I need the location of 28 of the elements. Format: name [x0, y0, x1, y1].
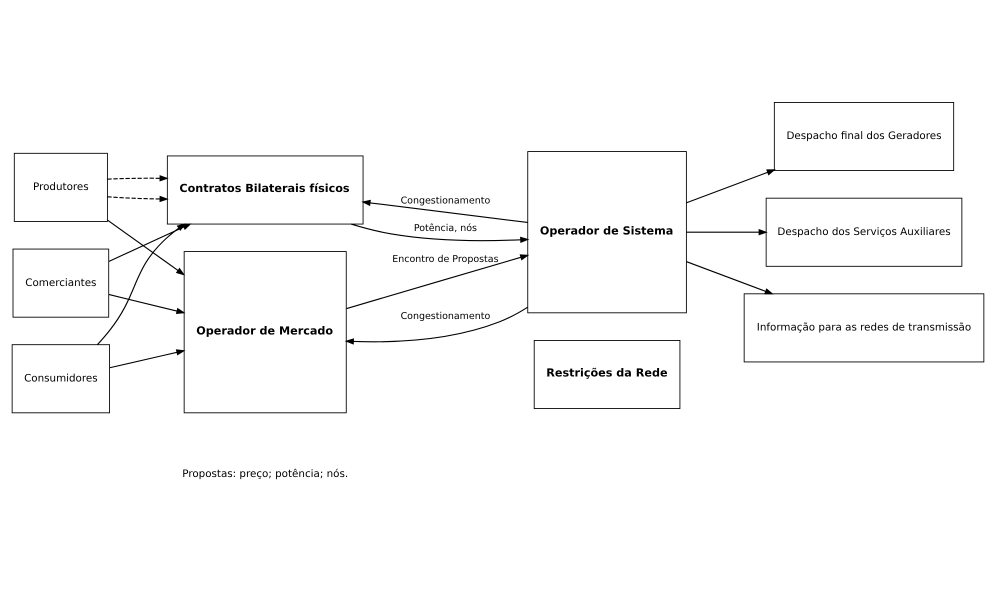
- node-box: Contratos Bilaterais físicos: [166, 155, 364, 224]
- arrow: [107, 220, 186, 276]
- arrow: [344, 306, 528, 345]
- arrow: [346, 254, 530, 310]
- node-box: Operador de Mercado: [184, 251, 347, 414]
- node-box: Consumidores: [12, 344, 110, 414]
- node-box: Comerciantes: [12, 248, 110, 318]
- arrow: [97, 223, 186, 345]
- node-box: Restrições da Rede: [534, 340, 680, 409]
- arrow: [107, 196, 169, 202]
- edge-label: Encontro de Propostas: [392, 254, 499, 266]
- arrow: [108, 294, 186, 314]
- arrow: [686, 261, 774, 294]
- node-box: Operador de Sistema: [527, 151, 687, 314]
- edge-label: Congestionamento: [400, 311, 490, 322]
- edge-label: Congestionamento: [400, 196, 490, 207]
- label: Propostas: preço; potência; nós.: [182, 468, 348, 480]
- arrow: [361, 200, 528, 223]
- arrow: [686, 169, 776, 204]
- arrow: [110, 349, 186, 368]
- arrow: [107, 175, 169, 182]
- node-box: Informação para as redes de transmissão: [744, 293, 984, 362]
- arrow: [350, 224, 530, 243]
- node-box: Despacho final dos Geradores: [774, 102, 954, 171]
- node-box: Produtores: [14, 152, 108, 222]
- node-box: Despacho dos Serviços Auxiliares: [766, 198, 962, 267]
- edge-label: Potência, nós: [414, 223, 477, 234]
- arrow: [686, 229, 768, 236]
